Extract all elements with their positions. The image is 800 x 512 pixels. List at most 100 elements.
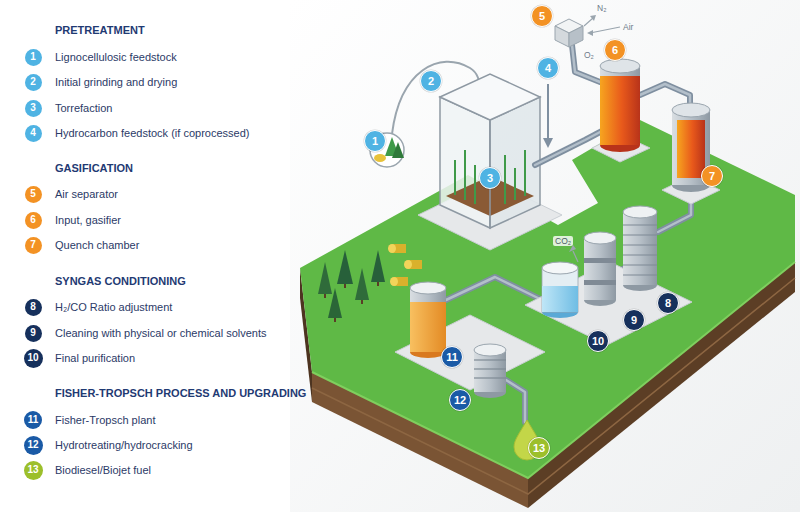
legend-item-text: Hydrotreating/hydrocracking	[55, 438, 193, 452]
ft-plant	[410, 302, 446, 352]
legend-item-text: Torrefaction	[55, 101, 112, 115]
ft-plant	[410, 282, 446, 294]
callout-text: 3	[487, 173, 493, 184]
section-heading: PRETREATMENT	[55, 24, 145, 37]
trees	[377, 282, 379, 286]
pretreatment-building	[440, 74, 540, 120]
syngas-tanks	[542, 268, 578, 312]
hay-bales	[404, 260, 412, 269]
callout-text: 6	[612, 45, 618, 56]
legend-item-text: Hydrocarbon feedstock (if coprocessed)	[55, 126, 249, 140]
callout-text: 12	[27, 440, 38, 450]
callout-text: 11	[446, 352, 458, 363]
trees	[361, 300, 363, 304]
hydrocarbon-arrow	[543, 84, 553, 148]
pipes	[572, 45, 600, 82]
air-separator	[569, 26, 583, 47]
ft-plant	[474, 377, 506, 378]
quench-chamber	[672, 103, 710, 117]
callout-number: 12	[449, 389, 471, 411]
pipes	[572, 45, 600, 82]
legend-item-text: Air separator	[55, 187, 118, 201]
syngas-tanks	[623, 244, 657, 245]
air-separator	[590, 15, 596, 21]
ft-plant	[474, 360, 506, 378]
callout-number: 13	[24, 461, 43, 480]
syngas-tanks	[542, 262, 578, 274]
ft-plant	[474, 359, 506, 360]
legend-item-text: Quench chamber	[55, 238, 139, 252]
callout-number: 6	[25, 212, 42, 229]
callout-number: 5	[25, 186, 42, 203]
gasifier	[592, 59, 650, 162]
callout-text: 5	[30, 189, 36, 199]
trees	[337, 250, 353, 284]
feedstock-icon	[392, 142, 404, 158]
callout-number: 3	[479, 167, 501, 189]
legend-item-text: Biodiesel/Biojet fuel	[55, 463, 151, 477]
callout-number: 12	[24, 436, 43, 455]
legend-item-text: Input, gasifier	[55, 213, 121, 227]
callout-number: 2	[420, 70, 442, 92]
syngas-tanks	[623, 234, 657, 235]
callout-text: 4	[30, 128, 36, 138]
hydrocarbon-arrow	[543, 138, 553, 148]
legend-item-text: H₂/CO Ratio adjustment	[55, 300, 172, 314]
trees	[324, 294, 326, 298]
ground-platform	[300, 120, 795, 478]
sky	[290, 0, 800, 512]
callout-text: 4	[545, 63, 551, 74]
ft-plant	[474, 368, 506, 369]
air-separator	[590, 27, 620, 33]
gas-label: O₂	[584, 50, 594, 60]
callout-text: 7	[30, 240, 36, 250]
quench-chamber	[677, 120, 705, 178]
pretreatment-building	[464, 150, 466, 200]
callout-number: 5	[531, 5, 553, 27]
trees	[318, 250, 385, 322]
callout-text: 10	[27, 353, 38, 363]
air-separator	[587, 30, 593, 36]
ground-platform	[300, 120, 795, 508]
syngas-tanks	[584, 232, 616, 244]
callout-text: 2	[428, 76, 434, 87]
section-heading: SYNGAS CONDITIONING	[55, 275, 186, 288]
legend-item-text: Initial grinding and drying	[55, 75, 177, 89]
syngas-tanks	[623, 264, 657, 265]
ft-plant	[395, 282, 545, 398]
callout-text: 8	[665, 298, 671, 309]
legend-item-text: Final purification	[55, 351, 135, 365]
syngas-tanks	[569, 245, 576, 252]
syngas-tanks	[525, 206, 692, 345]
pipes	[446, 45, 691, 422]
ground-platform	[312, 262, 795, 478]
callout-text: 1	[372, 136, 378, 147]
callout-number: 10	[587, 330, 609, 352]
legend-item-text: Fisher-Tropsch plant	[55, 413, 155, 427]
pretreatment-building	[474, 165, 476, 204]
callout-text: 6	[30, 215, 36, 225]
syngas-tanks	[584, 258, 616, 263]
syngas-tanks	[623, 274, 657, 275]
ft-plant	[410, 288, 446, 352]
section-heading: GASIFICATION	[55, 162, 133, 175]
callout-number: 6	[604, 39, 626, 61]
callout-number: 7	[25, 237, 42, 254]
legend-item-text: Lignocellulosic feedstock	[55, 50, 177, 64]
callout-text: 13	[533, 443, 545, 454]
trees	[328, 288, 342, 318]
callout-number: 4	[537, 57, 559, 79]
section-heading: FISHER-TROPSCH PROCESS AND UPGRADING	[55, 387, 306, 400]
syngas-tanks	[623, 254, 657, 255]
callout-number: 9	[25, 325, 42, 342]
hay-bales	[388, 244, 396, 253]
pipes	[446, 45, 691, 422]
syngas-tanks	[623, 225, 657, 275]
callout-number: 1	[364, 130, 386, 152]
pipes	[506, 380, 525, 422]
callout-text: 13	[27, 465, 38, 475]
callout-number: 11	[441, 346, 463, 368]
feedstock-icon	[374, 154, 386, 162]
trees	[344, 284, 346, 288]
callout-number: 10	[24, 349, 43, 368]
